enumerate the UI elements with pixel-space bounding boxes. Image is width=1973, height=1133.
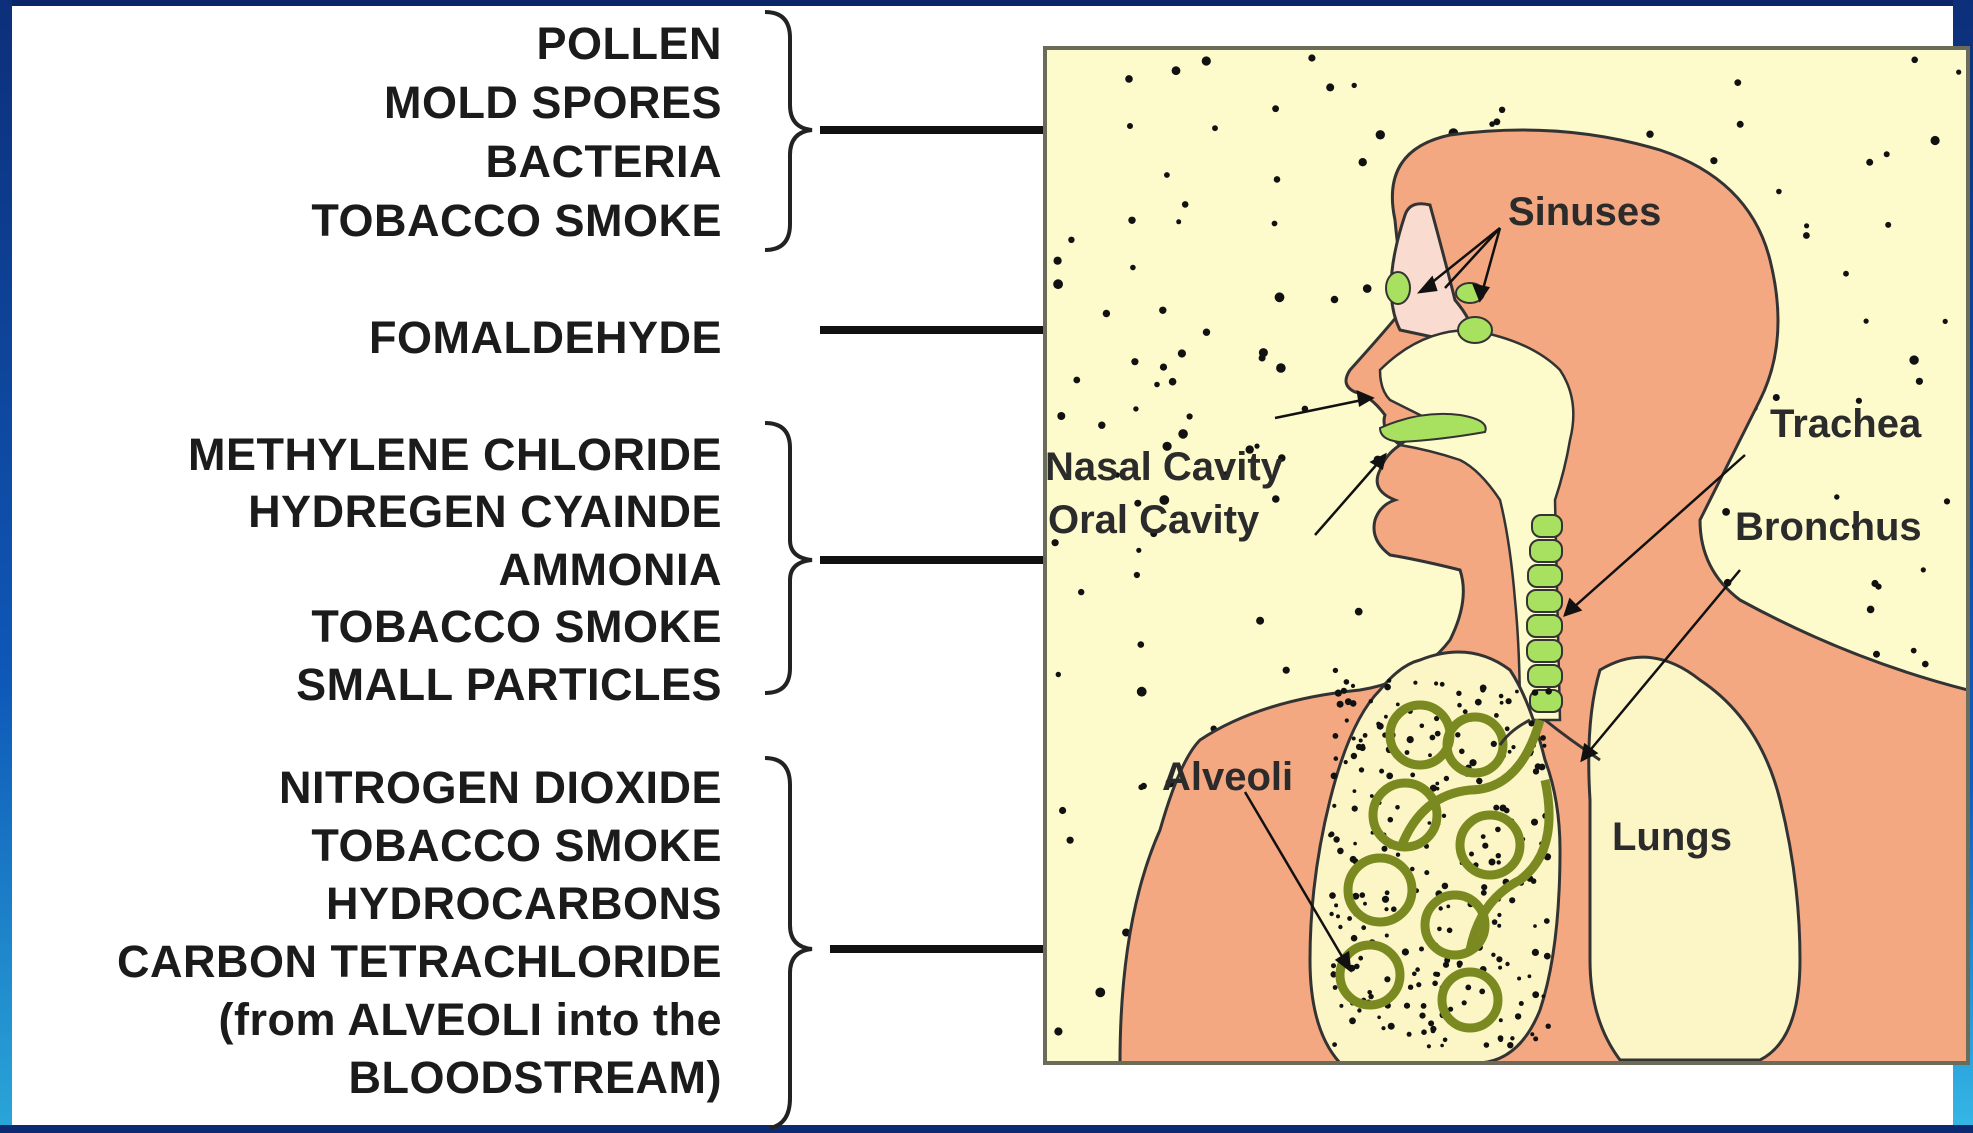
- brace: [765, 12, 812, 250]
- bronchus-label: Bronchus: [1735, 505, 1922, 549]
- connector-lines: [820, 130, 1048, 949]
- oral-cavity-label: Oral Cavity: [1048, 498, 1260, 542]
- pollutant-label: BLOODSTREAM): [349, 1052, 722, 1103]
- pollutant-label: NITROGEN DIOXIDE: [279, 762, 722, 813]
- pollutant-label: HYDREGEN CYAINDE: [248, 486, 722, 537]
- pollutant-label: TOBACCO SMOKE: [311, 601, 722, 652]
- sinus-right: [1458, 317, 1492, 343]
- pollutant-label: (from ALVEOLI into the: [219, 994, 722, 1045]
- pollutant-label: SMALL PARTICLES: [296, 659, 722, 710]
- pollutant-label: TOBACCO SMOKE: [311, 195, 722, 246]
- sinuses-label: Sinuses: [1508, 190, 1661, 234]
- nasal-cavity-label: Nasal Cavity: [1045, 445, 1284, 489]
- anatomy-illustration: Sinuses Trachea Nasal Cavity Oral Cavity…: [1045, 48, 1968, 1063]
- pollutant-label: METHYLENE CHLORIDE: [188, 429, 722, 480]
- pollutant-label: AMMONIA: [499, 544, 722, 595]
- lungs-label: Lungs: [1612, 815, 1732, 859]
- pollutant-label: TOBACCO SMOKE: [311, 820, 722, 871]
- pollutant-label: MOLD SPORES: [384, 77, 722, 128]
- pollutant-label: CARBON TETRACHLORIDE: [117, 936, 722, 987]
- sinus-left: [1386, 272, 1410, 304]
- pollutant-label: HYDROCARBONS: [326, 878, 722, 929]
- alveoli-label: Alveoli: [1162, 755, 1293, 799]
- pollutant-label: POLLEN: [536, 18, 722, 69]
- group-braces: [765, 12, 812, 1128]
- pollutant-label: BACTERIA: [486, 136, 723, 187]
- pollutant-label: FOMALDEHYDE: [369, 312, 722, 363]
- trachea-label: Trachea: [1770, 402, 1922, 446]
- brace: [765, 423, 812, 693]
- brace: [765, 758, 812, 1128]
- pollutant-list: POLLEN MOLD SPORES BACTERIA TOBACCO SMOK…: [117, 18, 722, 1103]
